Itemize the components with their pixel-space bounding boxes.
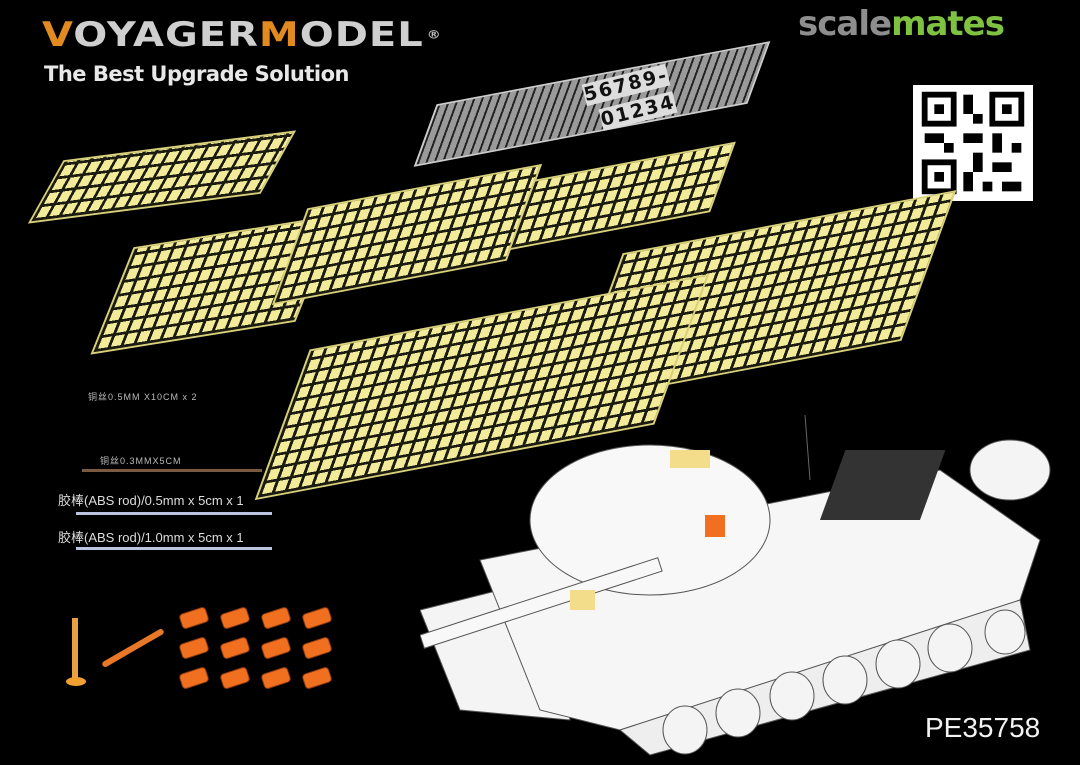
- abs-rod-label-1: 胶棒(ABS rod)/0.5mm x 5cm x 1: [58, 493, 244, 508]
- abs-rod-label-2: 胶棒(ABS rod)/1.0mm x 5cm x 1: [58, 530, 244, 545]
- abs-rod-1: [76, 512, 272, 515]
- scalemates-watermark: scalemates: [798, 4, 1005, 44]
- brass-barrel-icon: [101, 627, 165, 669]
- brass-fret-3: [271, 163, 543, 306]
- voyager-model-logo: VOYAGERMODEL®: [42, 18, 442, 52]
- brass-antenna-base-icon: [66, 677, 86, 686]
- qr-code-icon[interactable]: [913, 85, 1033, 201]
- logo-text-oyager: OYAGER: [73, 15, 259, 55]
- abs-rod-2: [76, 547, 272, 550]
- brass-antenna-icon: [72, 618, 78, 680]
- brass-fret-1: [27, 130, 297, 224]
- wire-label-2: 铜丝0.3MMX5CM: [100, 456, 182, 466]
- wire-label-1: 铜丝0.5MM X10CM x 2: [88, 392, 198, 402]
- logo-letter-m: M: [258, 15, 300, 55]
- watermark-scale: scale: [798, 4, 892, 44]
- logo-letter-v: V: [42, 15, 74, 55]
- product-code: PE35758: [925, 712, 1041, 743]
- logo-text-odel: ODEL: [299, 15, 424, 55]
- registered-mark: ®: [426, 28, 442, 42]
- tank-illustration: [420, 414, 1051, 756]
- copper-wire: [82, 469, 262, 472]
- tagline: The Best Upgrade Solution: [44, 62, 349, 86]
- brass-fret-4: [508, 141, 736, 251]
- watermark-mates: mates: [891, 4, 1005, 44]
